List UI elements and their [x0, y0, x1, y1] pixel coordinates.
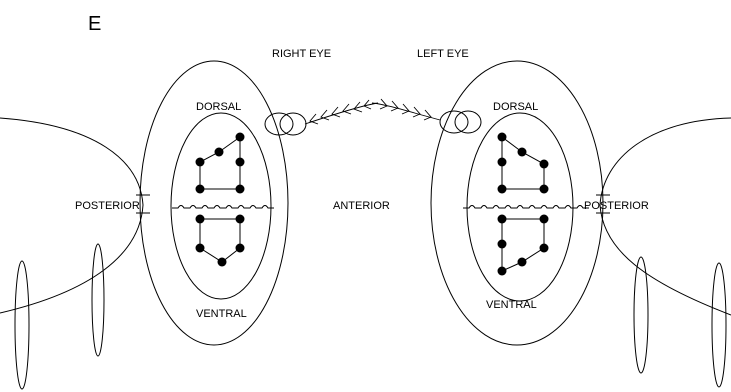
right-wavy-boundary [463, 205, 589, 209]
panel-label: E [88, 13, 101, 35]
left-eye-label: LEFT EYE [417, 48, 469, 60]
dot [235, 184, 245, 194]
optic-chiasm [304, 98, 441, 125]
dot [235, 157, 245, 167]
left-body-contour [0, 117, 144, 314]
dot [497, 132, 507, 142]
right-ventral-dot-hexagon [497, 214, 549, 276]
left-inner-limb-ellipse [91, 243, 105, 357]
left-wavy-boundary [172, 205, 274, 209]
right-inner-limb-ellipse [633, 256, 649, 374]
left-ventral-dot-hexagon [195, 214, 245, 267]
dot [517, 147, 527, 157]
dot [195, 157, 205, 167]
dot [497, 214, 507, 224]
dot [497, 266, 507, 276]
dot [497, 157, 507, 167]
right-dorsal-dot-hexagon [497, 132, 549, 194]
dot [195, 214, 205, 224]
dot [217, 257, 227, 267]
left-tectum-outer [139, 60, 289, 346]
right-eye-shape [264, 112, 307, 136]
dot [195, 184, 205, 194]
posterior-left-label: POSTERIOR [75, 200, 140, 212]
right-eye-label: RIGHT EYE [272, 48, 331, 60]
left-dorsal-dot-hexagon [195, 132, 245, 194]
left-eye-shape [439, 110, 482, 134]
dot [235, 132, 245, 142]
right-projection-field [466, 112, 574, 302]
dot [195, 243, 205, 253]
dot [539, 184, 549, 194]
left-outer-limb-ellipse [14, 260, 30, 390]
right-tectum-outer [430, 60, 604, 346]
ventral-left-label: VENTRAL [196, 308, 247, 320]
left-projection-field [170, 112, 272, 300]
dorsal-right-label: DORSAL [493, 101, 538, 113]
dot [235, 243, 245, 253]
ventral-right-label: VENTRAL [486, 299, 537, 311]
right-outer-limb-ellipse [711, 262, 727, 388]
dot [539, 159, 549, 169]
dot [497, 184, 507, 194]
dot [235, 214, 245, 224]
dot [517, 257, 527, 267]
dot [539, 214, 549, 224]
dot [497, 239, 507, 249]
anterior-label: ANTERIOR [333, 200, 390, 212]
dot [539, 243, 549, 253]
dorsal-left-label: DORSAL [196, 101, 241, 113]
right-body-contour [599, 117, 731, 316]
dot [214, 147, 224, 157]
posterior-right-label: POSTERIOR [584, 200, 649, 212]
